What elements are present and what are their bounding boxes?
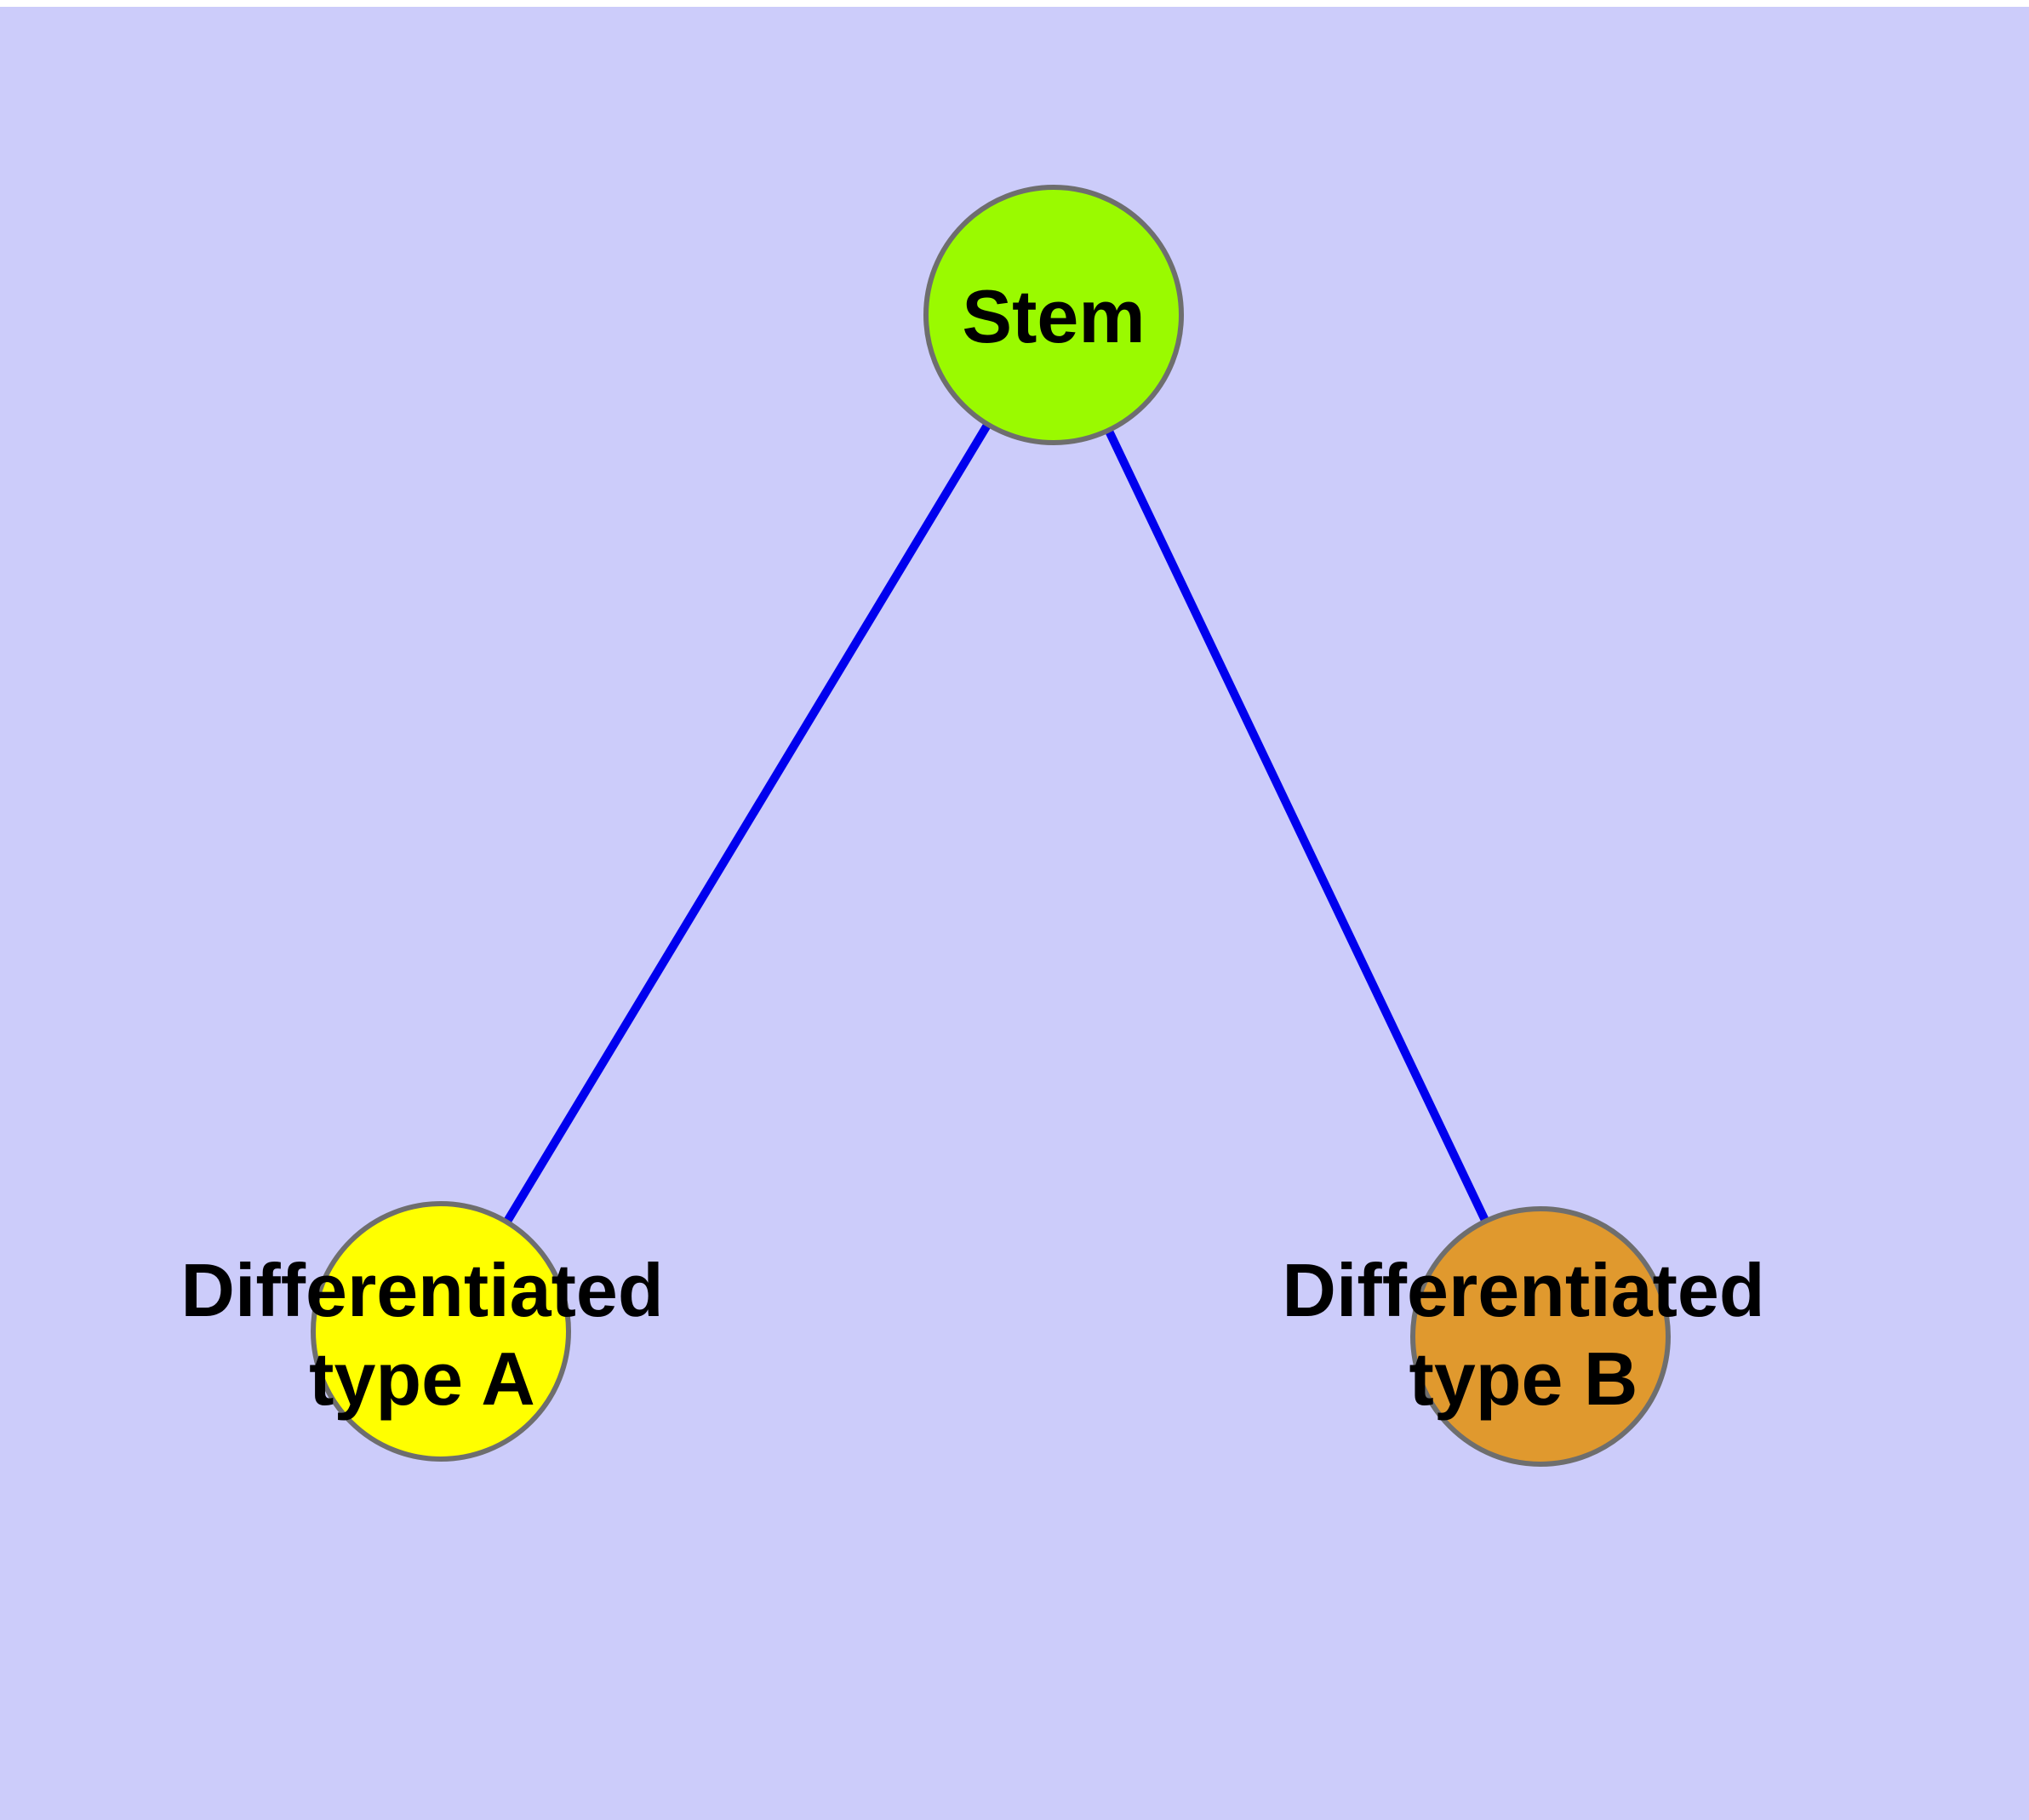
node-layer [311, 185, 1671, 1467]
node-label-line: Differentiated [1282, 1248, 1764, 1332]
edge-stem-to-differentiated-type-b[interactable] [1049, 312, 1545, 1339]
node-label-stem: Stem [962, 274, 1145, 358]
edge-stem-to-differentiated-type-a[interactable] [437, 312, 1058, 1334]
node-differentiated-type-b[interactable] [1410, 1206, 1671, 1467]
node-label-line: type B [1409, 1336, 1638, 1421]
node-label-line: Stem [962, 274, 1145, 358]
node-label-line: type A [309, 1336, 535, 1421]
node-label-line: Differentiated [180, 1248, 663, 1332]
node-differentiated-type-a[interactable] [311, 1201, 571, 1462]
edge-layer [437, 312, 1545, 1339]
node-stem[interactable] [923, 185, 1184, 445]
